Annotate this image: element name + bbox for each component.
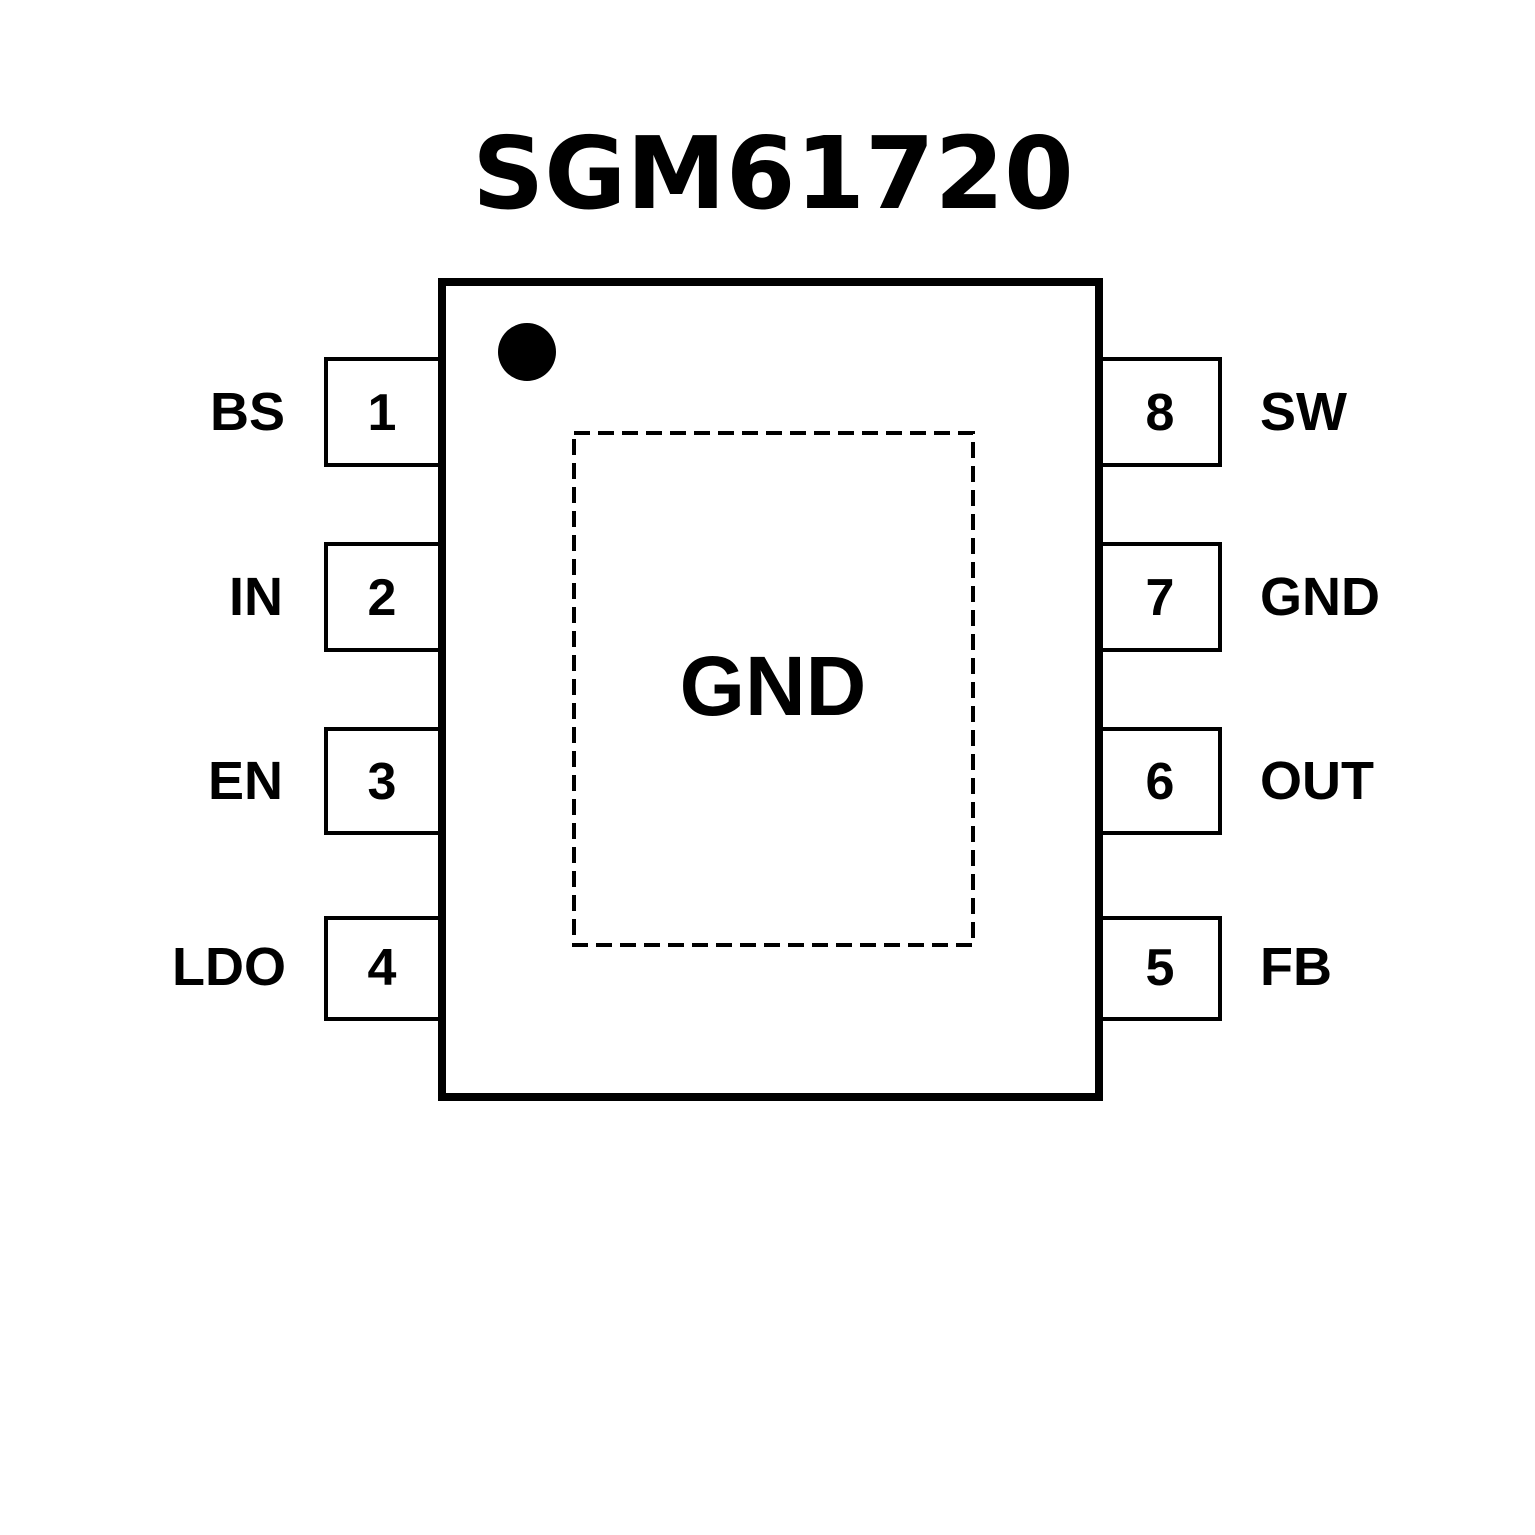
pin-8-number: 8 bbox=[1146, 384, 1175, 442]
pin-8: 8 SW bbox=[1098, 357, 1347, 467]
pin-3-name: EN bbox=[208, 751, 283, 811]
pin-6-box bbox=[1098, 727, 1222, 835]
pin-2-name: IN bbox=[229, 567, 283, 627]
pin-4-number: 4 bbox=[368, 939, 397, 997]
pin-8-box bbox=[1098, 357, 1222, 467]
pin-7-number: 7 bbox=[1146, 569, 1175, 627]
pin-1-number: 1 bbox=[368, 384, 397, 442]
pin-1: 1 BS bbox=[210, 357, 442, 467]
pin-8-name: SW bbox=[1260, 382, 1347, 442]
pin-3-number: 3 bbox=[368, 753, 397, 811]
pin-7-name: GND bbox=[1260, 567, 1380, 627]
pin-2-number: 2 bbox=[368, 569, 397, 627]
pin-3-box bbox=[324, 727, 442, 835]
pin-6: 6 OUT bbox=[1098, 727, 1374, 835]
package-body bbox=[438, 278, 1103, 1101]
exposed-pad-label: GND bbox=[680, 639, 867, 733]
pin-6-name: OUT bbox=[1260, 751, 1374, 811]
pin-1-name: BS bbox=[210, 382, 285, 442]
pin-5: 5 FB bbox=[1098, 916, 1332, 1021]
pin-6-number: 6 bbox=[1146, 753, 1175, 811]
exposed-pad-outline bbox=[572, 431, 975, 947]
pin-1-box bbox=[324, 357, 442, 467]
left-pins: 1 BS 2 IN 3 EN 4 LDO bbox=[172, 357, 442, 1021]
pin-2-box bbox=[324, 542, 442, 652]
pin-4-name: LDO bbox=[172, 937, 286, 997]
pin-5-name: FB bbox=[1260, 937, 1332, 997]
pin-5-number: 5 bbox=[1146, 939, 1175, 997]
pin-2: 2 IN bbox=[229, 542, 442, 652]
right-pins: 8 SW 7 GND 6 OUT 5 FB bbox=[1098, 357, 1380, 1021]
chip-title: SGM61720 bbox=[472, 115, 1074, 232]
pin-1-indicator-dot bbox=[498, 323, 556, 381]
pin-3: 3 EN bbox=[208, 727, 442, 835]
pin-7: 7 GND bbox=[1098, 542, 1380, 652]
pin-4: 4 LDO bbox=[172, 916, 442, 1021]
